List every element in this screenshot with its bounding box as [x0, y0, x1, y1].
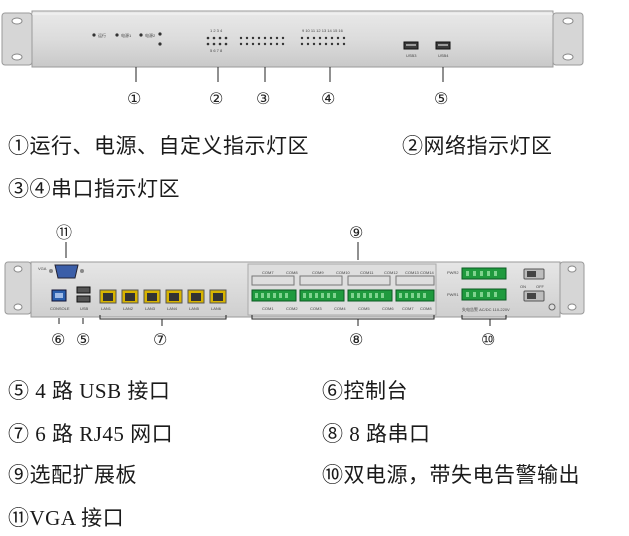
callout-5: ⑤	[434, 89, 448, 108]
lan3-label: LAN3	[145, 306, 156, 311]
status-led-group: 运行 电源1 电源2	[92, 32, 162, 46]
rear-panel-diagram: ⑪ ⑨ VGA CONSOLE USB LAN1 LAN2 LAN3 LAN4 …	[4, 223, 585, 349]
callout-4: ④	[321, 89, 335, 108]
lan-ports: LAN1 LAN2 LAN3 LAN4 LAN5 LAN6	[99, 289, 227, 311]
pwr2-label: PWR2	[447, 270, 459, 275]
com7-label: COM7	[402, 306, 414, 311]
console-label: CONSOLE	[50, 306, 70, 311]
legend-front-item1: ①运行、电源、自定义指示灯区	[8, 134, 309, 158]
callout-10: ⑩	[481, 330, 495, 349]
rear-usb-port-1	[76, 286, 91, 294]
front-chassis	[31, 10, 554, 68]
rear-usb-port-2	[76, 295, 91, 303]
front-panel-diagram: 运行 电源1 电源2 1 2 3 4 5 6 7 8 9 10 11 12 13…	[1, 10, 584, 108]
com8-label: COM8	[420, 306, 432, 311]
ground-screw	[548, 303, 556, 311]
lan4-label: LAN4	[167, 306, 178, 311]
callout-7: ⑦	[153, 330, 167, 349]
legend-rear-item5: ⑤ 4 路 USB 接口	[8, 379, 171, 403]
com7-top-label: COM7	[262, 270, 274, 275]
com6-label: COM6	[382, 306, 394, 311]
com11-top-label: COM11	[360, 270, 374, 275]
lan2-label: LAN2	[123, 306, 134, 311]
com10-top-label: COM10	[336, 270, 351, 275]
com9-top-label: COM9	[312, 270, 324, 275]
legend-rear-item6: ⑥控制台	[322, 379, 408, 403]
com5-label: COM5	[358, 306, 370, 311]
pwr1-label: PWR1	[447, 292, 459, 297]
legend-rear-item11: ⑪VGA 接口	[8, 506, 125, 530]
led-row-mid-label: 5 6 7 8	[210, 48, 223, 53]
legend-rear-item9: ⑨选配扩展板	[8, 463, 137, 487]
led-label-power2: 电源2	[145, 32, 156, 38]
com12-top-label: COM12	[384, 270, 399, 275]
power-section: PWR2 PWR1 失电告警 AC/DC 110-220V ON OFF	[447, 267, 556, 312]
legend-front-item2: ②网络指示灯区	[402, 134, 553, 158]
callout-5-rear: ⑤	[76, 330, 90, 349]
com3-label: COM3	[310, 306, 322, 311]
lan5-label: LAN5	[189, 306, 200, 311]
led-row-bottom-label: 9 10 11 12 13 14 15 16	[302, 28, 344, 33]
callout-9: ⑨	[349, 223, 363, 242]
serial-led-group: 9 10 11 12 13 14 15 16	[239, 28, 346, 46]
led-row-top-label: 1 2 3 4	[210, 28, 223, 33]
callout-6: ⑥	[51, 330, 65, 349]
callout-3: ③	[256, 89, 270, 108]
legend-rear-item10: ⑩双电源，带失电告警输出	[322, 463, 580, 487]
lan1-label: LAN1	[101, 306, 112, 311]
power-note: 失电告警 AC/DC 110-220V	[462, 306, 510, 312]
callout-2: ②	[209, 89, 223, 108]
com2-label: COM2	[286, 306, 298, 311]
usb3-label: USB3	[406, 53, 417, 58]
vga-label: VGA	[38, 266, 47, 271]
com13-top-label: COM13	[405, 270, 420, 275]
callout-1: ①	[127, 89, 141, 108]
com4-label: COM4	[334, 306, 346, 311]
com1-label: COM1	[262, 306, 274, 311]
vga-port	[54, 264, 79, 279]
lan6-label: LAN6	[211, 306, 222, 311]
legend-front-item3: ③④串口指示灯区	[8, 177, 180, 201]
legend-rear-item7: ⑦ 6 路 RJ45 网口	[8, 422, 174, 446]
com8-top-label: COM8	[286, 270, 298, 275]
serial-terminal-blocks	[251, 289, 435, 302]
switch-off-label: OFF	[536, 284, 545, 289]
switch-on-label: ON	[520, 284, 526, 289]
led-label-run: 运行	[98, 32, 106, 38]
usb4-label: USB4	[438, 53, 449, 58]
front-usb-ports: USB3 USB4	[403, 41, 451, 58]
callout-11: ⑪	[56, 223, 72, 242]
led-label-power1: 电源1	[121, 32, 132, 38]
com14-top-label: COM14	[420, 270, 435, 275]
legend-rear-item8: ⑧ 8 路串口	[322, 422, 431, 446]
network-led-group: 1 2 3 4 5 6 7 8	[206, 28, 228, 53]
callout-8: ⑧	[349, 330, 363, 349]
usb-label: USB	[80, 306, 89, 311]
